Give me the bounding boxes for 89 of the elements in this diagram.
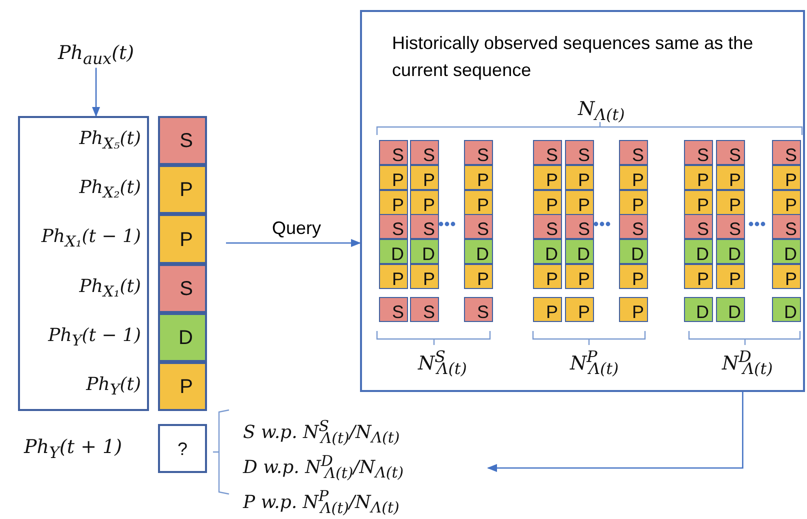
- probability-text: P w.p. N$^{P}$$_{Λ(t)}$/N$_{Λ(t)}$: [243, 487, 400, 517]
- state-cell: P: [565, 264, 594, 289]
- state-cell: S: [410, 214, 439, 239]
- state-cell: P: [533, 190, 562, 215]
- state-cell: P: [565, 297, 594, 322]
- state-cell: P: [158, 165, 207, 214]
- state-cell: D: [684, 297, 713, 322]
- state-cell: S: [158, 116, 207, 166]
- state-cell: S: [619, 140, 648, 165]
- state-cell: P: [684, 190, 713, 215]
- state-cell: S: [619, 214, 648, 239]
- state-cell: P: [565, 165, 594, 190]
- arrow: [92, 68, 100, 117]
- state-cell: P: [410, 264, 439, 289]
- state-cell: S: [410, 140, 439, 165]
- state-cell: S: [379, 297, 408, 322]
- state-cell: S: [158, 264, 207, 313]
- state-cell: P: [158, 214, 207, 264]
- state-cell: P: [716, 264, 745, 289]
- state-cell: P: [464, 190, 493, 215]
- state-cell: S: [716, 214, 745, 239]
- state-cell: S: [379, 140, 408, 165]
- state-cell: P: [379, 264, 408, 289]
- row-label: Ph$_{Y}$(t): [86, 374, 141, 399]
- state-cell: P: [464, 264, 493, 289]
- state-cell: S: [772, 140, 801, 165]
- state-cell: D: [716, 297, 745, 322]
- state-cell: D: [772, 297, 801, 322]
- state-cell: P: [684, 165, 713, 190]
- state-cell: S: [464, 297, 493, 322]
- state-cell: P: [464, 165, 493, 190]
- math-label: Ph$_{aux}$(t): [58, 42, 134, 68]
- state-cell: P: [619, 297, 648, 322]
- state-cell: S: [565, 140, 594, 165]
- state-cell: S: [684, 140, 713, 165]
- state-cell: D: [772, 239, 801, 264]
- state-cell: S: [533, 214, 562, 239]
- state-cell: D: [716, 239, 745, 264]
- edge-label: Query: [272, 218, 322, 239]
- state-cell: P: [565, 190, 594, 215]
- state-cell: D: [533, 239, 562, 264]
- row-label: Ph$_{Y}$(t − 1): [48, 324, 141, 350]
- state-cell: P: [533, 264, 562, 289]
- math-label: Ph$_{Y}$(t + 1): [24, 436, 122, 462]
- state-cell: P: [379, 190, 408, 215]
- state-cell: S: [772, 214, 801, 239]
- panel-heading: Historically observed sequences same as the current sequence: [392, 32, 754, 82]
- state-cell: P: [379, 165, 408, 190]
- state-cell: P: [772, 165, 801, 190]
- state-cell: D: [684, 239, 713, 264]
- probability-text: S w.p. N$^{S}$$_{Λ(t)}$/N$_{Λ(t)}$: [243, 417, 400, 447]
- state-cell: S: [410, 297, 439, 322]
- state-cell: P: [158, 362, 207, 412]
- state-cell: S: [533, 140, 562, 165]
- state-cell: S: [464, 214, 493, 239]
- state-cell: D: [619, 239, 648, 264]
- state-cell: P: [410, 165, 439, 190]
- row-label: Ph$_{X₁}$(t − 1): [41, 226, 141, 251]
- state-cell: P: [619, 165, 648, 190]
- state-cell: P: [684, 264, 713, 289]
- label-box: [18, 116, 149, 411]
- state-cell: S: [565, 214, 594, 239]
- panel: [360, 10, 805, 392]
- state-cell: S: [684, 214, 713, 239]
- state-cell: D: [410, 239, 439, 264]
- state-cell: P: [772, 190, 801, 215]
- state-cell: P: [619, 264, 648, 289]
- state-cell: D: [158, 312, 207, 362]
- arrow: [487, 392, 744, 472]
- state-cell: P: [533, 297, 562, 322]
- state-cell: P: [410, 190, 439, 215]
- state-cell: P: [716, 165, 745, 190]
- row-label: Ph$_{X₅}$(t): [79, 128, 141, 153]
- state-cell: P: [772, 264, 801, 289]
- unknown-cell: ?: [158, 424, 207, 473]
- row-label: Ph$_{X₂}$(t): [79, 177, 141, 202]
- row-label: Ph$_{X₁}$(t): [79, 276, 141, 300]
- state-cell: S: [464, 140, 493, 165]
- state-cell: P: [619, 190, 648, 215]
- state-cell: D: [464, 239, 493, 264]
- state-cell: P: [716, 190, 745, 215]
- state-cell: S: [716, 140, 745, 165]
- arrow: [226, 239, 361, 247]
- state-cell: D: [565, 239, 594, 264]
- state-cell: D: [379, 239, 408, 264]
- state-cell: P: [533, 165, 562, 190]
- probability-text: D w.p. N$^{D}$$_{Λ(t)}$/N$_{Λ(t)}$: [243, 452, 404, 482]
- math-label: N$_{Λ(t)}$: [578, 98, 625, 124]
- state-cell: S: [379, 214, 408, 239]
